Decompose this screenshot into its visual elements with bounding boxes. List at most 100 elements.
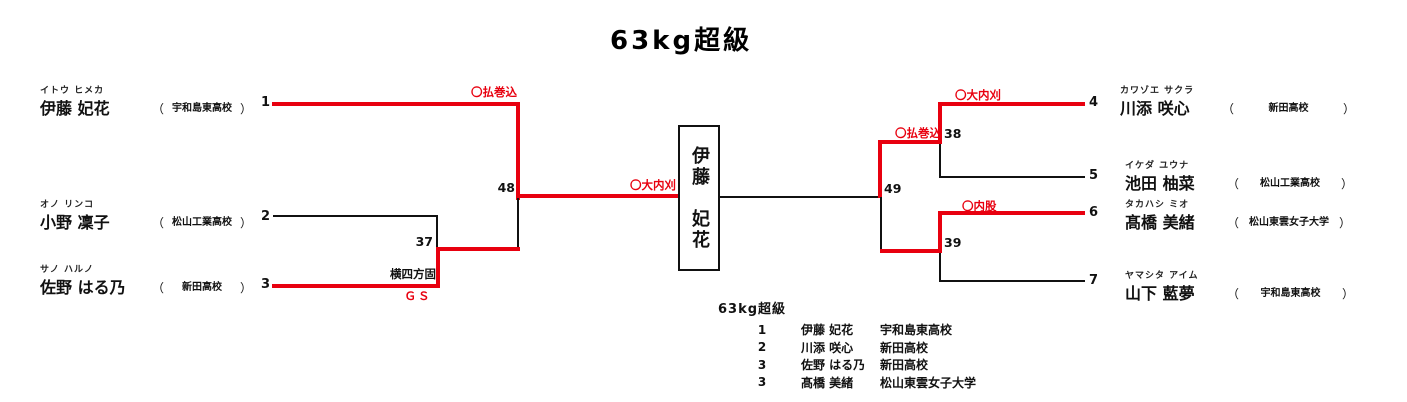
bracket-join-48-top-winner (516, 102, 520, 200)
paren-open: （ (1222, 102, 1235, 116)
bracket-join-49-bottom (880, 197, 882, 251)
paren-close: ） (239, 216, 252, 230)
bracket-line-p3-winner (272, 284, 440, 288)
bracket-join-38-top-winner (938, 102, 942, 144)
champion-box: 伊藤 妃花 (678, 125, 720, 271)
player-furigana: タカハシ ミオ (1125, 200, 1190, 210)
champion-name-vertical: 伊藤 妃花 (689, 145, 710, 251)
player-name: 小野 凜子 (40, 213, 110, 232)
technique-label-match49: 〇払巻込 (895, 126, 941, 140)
player-name: 髙橋 美緒 (1125, 213, 1195, 232)
paren-close: ） (1341, 287, 1354, 301)
bracket-line-p2 (273, 215, 437, 217)
player-furigana: サノ ハルノ (40, 265, 94, 275)
paren-close: ） (1338, 216, 1351, 230)
match-number-49: 49 (884, 181, 902, 196)
standings-row: 2 川添 咲心 新田高校 (718, 339, 1018, 357)
standings-school: 新田高校 (880, 340, 929, 355)
standings-rank: 1 (757, 322, 767, 337)
bracket-line-38-exit-winner (878, 140, 942, 144)
player-school: 松山東雲女子大学 (1249, 217, 1329, 228)
player-entry-takahashi: タカハシ ミオ 髙橋 美緒 （ 松山東雲女子大学 ） (1125, 200, 1351, 233)
standings-school: 新田高校 (880, 358, 929, 373)
player-school: 新田高校 (1268, 103, 1309, 114)
bracket-join-39-bottom (939, 253, 941, 282)
seed-number-1: 1 (260, 95, 270, 110)
match-number-38: 38 (944, 126, 962, 141)
bracket-join-37-top (436, 215, 438, 250)
bracket-join-49-top-winner (878, 140, 882, 198)
player-furigana: イトウ ヒメカ (40, 86, 105, 96)
golden-score-label: ＧＳ (404, 289, 432, 303)
bracket-line-p4-winner (938, 102, 1085, 106)
paren-open: （ (1227, 287, 1240, 301)
seed-number-6: 6 (1089, 205, 1099, 220)
standings-name: 髙橋 美緒 (801, 375, 854, 390)
seed-number-4: 4 (1089, 95, 1099, 110)
player-school: 宇和島東高校 (172, 103, 232, 114)
seed-number-7: 7 (1089, 273, 1099, 288)
player-entry-ono: オノ リンコ 小野 凜子 （ 松山工業高校 ） (40, 200, 252, 233)
paren-close: ） (239, 102, 252, 116)
standings-name: 佐野 はる乃 (801, 358, 866, 373)
paren-open: （ (152, 281, 165, 295)
technique-label-match48: 〇払巻込 (471, 85, 517, 99)
match-number-48: 48 (497, 180, 515, 195)
standings-rank: 3 (757, 357, 767, 372)
paren-open: （ (1227, 177, 1240, 191)
bracket-line-p7 (939, 280, 1085, 282)
match-number-37: 37 (415, 234, 433, 249)
player-entry-kawazoe: カワゾエ サクラ 川添 咲心 （ 新田高校 ） (1120, 86, 1355, 119)
player-name: 佐野 はる乃 (40, 278, 126, 297)
paren-open: （ (152, 102, 165, 116)
paren-open: （ (152, 216, 165, 230)
player-school: 宇和島東高校 (1260, 288, 1321, 299)
technique-label-match39: 〇内股 (962, 199, 997, 213)
bracket-line-p1-winner (272, 102, 520, 106)
technique-label-match37: 横四方固 (390, 267, 436, 281)
player-furigana: ヤマシタ アイム (1125, 271, 1199, 281)
player-school: 松山工業高校 (1260, 178, 1320, 189)
player-name: 山下 藍夢 (1125, 284, 1195, 303)
page-title: 63kg超級 (610, 26, 753, 56)
player-school: 新田高校 (182, 282, 222, 293)
player-entry-ikeda: イケダ ユウナ 池田 柚菜 （ 松山工業高校 ） (1125, 161, 1353, 194)
player-furigana: オノ リンコ (40, 200, 95, 210)
player-furigana: イケダ ユウナ (1125, 161, 1190, 171)
standings-row: 3 佐野 はる乃 新田高校 (718, 356, 1018, 374)
bracket-join-39-top-winner (938, 211, 942, 253)
bracket-line-39-exit-winner (880, 249, 942, 253)
player-entry-yamashita: ヤマシタ アイム 山下 藍夢 （ 宇和島東高校 ） (1125, 271, 1354, 304)
bracket-line-48-exit-winner (516, 194, 678, 198)
player-name: 伊藤 妃花 (40, 99, 110, 118)
match-number-39: 39 (944, 235, 962, 250)
bracket-line-37-exit-winner (436, 247, 520, 251)
technique-label-final: 〇大内刈 (630, 178, 676, 192)
bracket-join-48-bottom (517, 198, 519, 250)
bracket-join-37-bottom-winner (436, 247, 440, 288)
player-name: 池田 柚菜 (1125, 174, 1195, 193)
player-school: 松山工業高校 (172, 217, 232, 228)
bracket-join-38-bottom (939, 144, 941, 178)
bracket-line-p6-winner (938, 211, 1085, 215)
standings-heading: 63kg超級 (718, 302, 787, 317)
paren-close: ） (1342, 102, 1355, 116)
final-standings: 63kg超級 1 伊藤 妃花 宇和島東高校 2 川添 咲心 新田高校 3 佐野 … (718, 302, 1018, 391)
bracket-line-final-right (719, 196, 882, 198)
paren-open: （ (1227, 216, 1240, 230)
player-name: 川添 咲心 (1120, 99, 1190, 118)
player-entry-ito: イトウ ヒメカ 伊藤 妃花 （ 宇和島東高校 ） (40, 86, 252, 119)
seed-number-3: 3 (260, 277, 270, 292)
standings-row: 3 髙橋 美緒 松山東雲女子大学 (718, 374, 1018, 392)
player-entry-sano: サノ ハルノ 佐野 はる乃 （ 新田高校 ） (40, 265, 252, 298)
standings-rank: 2 (757, 340, 767, 355)
standings-row: 1 伊藤 妃花 宇和島東高校 (718, 321, 1018, 339)
standings-name: 伊藤 妃花 (801, 323, 854, 338)
seed-number-5: 5 (1089, 168, 1099, 183)
paren-close: ） (1340, 177, 1353, 191)
technique-label-match38: 〇大内刈 (955, 88, 1001, 102)
bracket-line-p5 (939, 176, 1085, 178)
paren-close: ） (239, 281, 252, 295)
seed-number-2: 2 (260, 209, 270, 224)
